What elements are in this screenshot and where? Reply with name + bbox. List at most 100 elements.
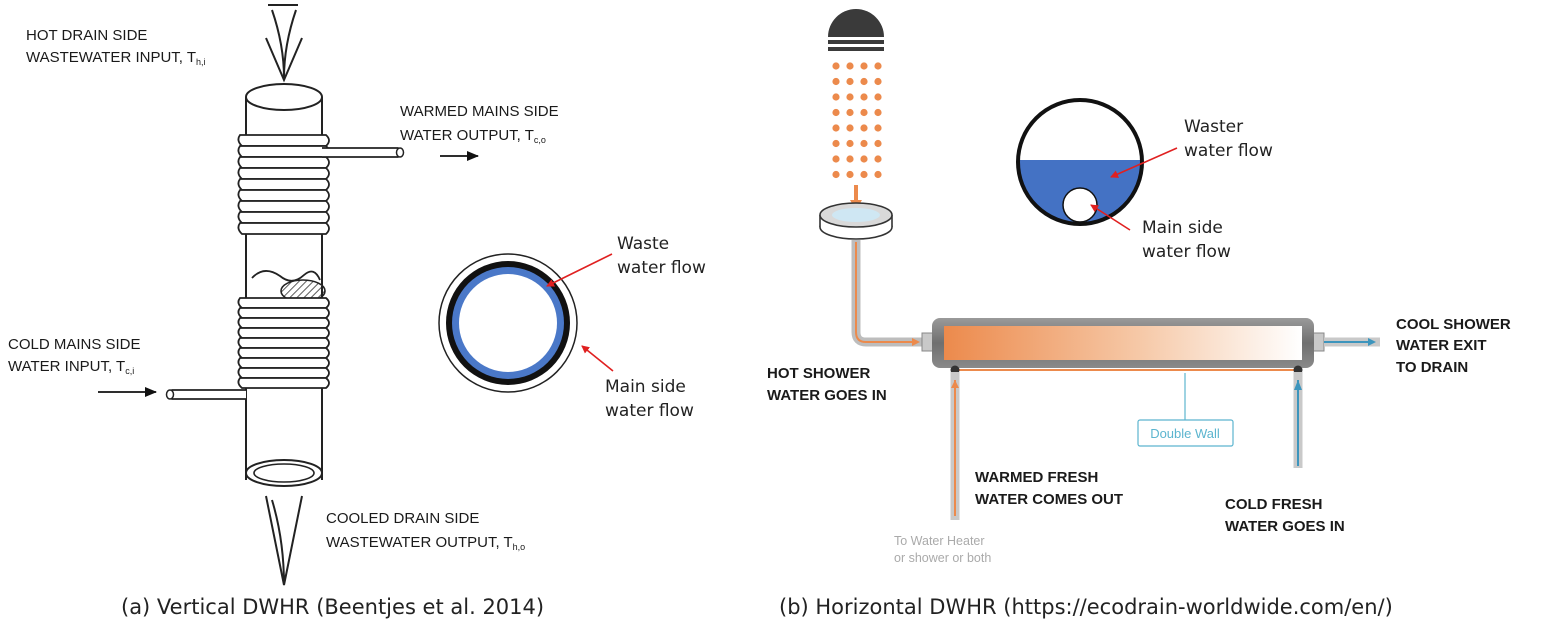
shower-head-band-1	[828, 40, 884, 44]
mainb-flow-label-1: Main side	[1142, 218, 1223, 238]
main-pointer	[581, 345, 614, 372]
water-drop	[874, 77, 882, 86]
horizontal-dwhr: Double Wall Waster water flow Main side …	[767, 9, 1511, 619]
water-drop	[860, 139, 868, 148]
inflow-arrow-head	[265, 37, 303, 83]
upper-coil	[237, 134, 330, 235]
warm-output-label-2: WATER OUTPUT, Tc,o	[400, 127, 546, 145]
vertical-cross-section	[438, 253, 578, 393]
water-drop	[846, 124, 854, 132]
water-drop	[846, 108, 854, 117]
water-drop	[832, 155, 840, 163]
waster-flow-label-1: Waster	[1184, 117, 1243, 137]
vertical-caption: (a) Vertical DWHR (Beentjes et al. 2014)	[121, 595, 544, 619]
coil-turn	[237, 317, 330, 329]
water-drop	[832, 170, 840, 179]
hot-input-label-1: HOT DRAIN SIDE	[26, 27, 147, 44]
coil-turn	[237, 189, 330, 202]
water-drop	[874, 62, 882, 70]
coil-turn	[237, 347, 330, 359]
coil-turn	[237, 357, 330, 369]
water-drop	[860, 124, 868, 132]
warm-out-flow-head	[951, 380, 959, 388]
coil-turn	[237, 134, 330, 147]
main-flow-label-2: water flow	[605, 401, 694, 421]
cold-input-tube-end	[165, 389, 175, 400]
hot-input-label-2: WASTEWATER INPUT, Th,i	[26, 49, 206, 67]
cool-exit-label-1: COOL SHOWER	[1396, 316, 1511, 333]
water-drop	[832, 93, 840, 101]
drain-pipe-flow	[855, 242, 915, 343]
hot-shower-label-2: WATER GOES IN	[767, 387, 887, 404]
water-drop	[846, 139, 854, 148]
horizontal-caption: (b) Horizontal DWHR (https://ecodrain-wo…	[779, 595, 1393, 619]
coil-turn	[237, 307, 330, 319]
pipe-bottom-rim-inner	[253, 463, 315, 483]
warm-output-tube-end	[395, 147, 405, 158]
tube-hot-gradient	[944, 326, 1302, 360]
outflow-arrow	[265, 495, 303, 586]
cold-input-label-1: COLD MAINS SIDE	[8, 336, 141, 353]
drain-pipe	[851, 240, 930, 347]
coil-turn	[237, 167, 330, 180]
lower-coil	[237, 297, 330, 389]
warmed-fresh-label-1: WARMED FRESH	[975, 469, 1098, 486]
water-drop	[874, 108, 882, 117]
water-drop	[874, 93, 882, 101]
coil-turn	[237, 377, 330, 389]
coil-turn	[237, 200, 330, 213]
water-drop	[832, 77, 840, 86]
warmed-fresh-label-2: WATER COMES OUT	[975, 491, 1123, 508]
horizontal-cross-section	[1016, 98, 1144, 226]
double-wall-box	[1137, 419, 1234, 447]
drain-water	[832, 208, 880, 222]
water-drop	[832, 108, 840, 117]
cold-input-tube	[168, 389, 246, 400]
heater-note-1: To Water Heater	[894, 534, 985, 548]
waster-pointer	[1110, 147, 1178, 178]
hot-shower-label-1: HOT SHOWER	[767, 365, 870, 382]
coil-turn	[237, 327, 330, 339]
water-drop	[846, 170, 854, 179]
cold-input-label-2: WATER INPUT, Tc,i	[8, 358, 134, 376]
shower-drops	[832, 62, 882, 179]
warm-output-tube	[322, 147, 402, 158]
coil-turn	[237, 211, 330, 224]
coil-turn	[237, 337, 330, 349]
water-drop	[846, 93, 854, 101]
break-lower	[251, 270, 321, 282]
coil-turn	[237, 145, 330, 158]
cooled-output-label-1: COOLED DRAIN SIDE	[326, 510, 479, 527]
coil-turn	[237, 178, 330, 191]
cold-in-flow-head	[1294, 380, 1302, 390]
water-drop	[874, 155, 882, 163]
cool-exit-label-2: WATER EXIT	[1396, 337, 1487, 354]
pipe-top-rim	[245, 83, 323, 111]
coil-turn	[237, 156, 330, 169]
shower-head-band-2	[828, 47, 884, 51]
water-drop	[874, 170, 882, 179]
water-drop	[874, 139, 882, 148]
coil-turn	[237, 297, 330, 309]
waste-flow-label-2: water flow	[617, 258, 706, 278]
mainb-pointer	[1090, 204, 1131, 231]
main-flow-label-1: Main side	[605, 377, 686, 397]
coil-turn	[237, 222, 330, 235]
double-wall-label: Double Wall	[1150, 426, 1220, 441]
water-drop	[832, 124, 840, 132]
cold-fresh-label-1: COLD FRESH	[1225, 496, 1323, 513]
warm-output-label-1: WARMED MAINS SIDE	[400, 103, 559, 120]
water-drop	[874, 124, 882, 132]
water-drop	[832, 62, 840, 70]
water-drop	[860, 62, 868, 70]
drain-pipe-flow-head	[912, 338, 920, 346]
vertical-dwhr: HOT DRAIN SIDE WASTEWATER INPUT, Th,i WA…	[8, 4, 706, 619]
water-drop	[832, 139, 840, 148]
water-drop	[860, 108, 868, 117]
water-drop	[846, 155, 854, 163]
inflow-arrow	[268, 4, 298, 79]
waste-pointer	[546, 253, 613, 287]
cool-exit-label-3: TO DRAIN	[1396, 359, 1468, 376]
waster-flow-label-2: water flow	[1184, 141, 1273, 161]
